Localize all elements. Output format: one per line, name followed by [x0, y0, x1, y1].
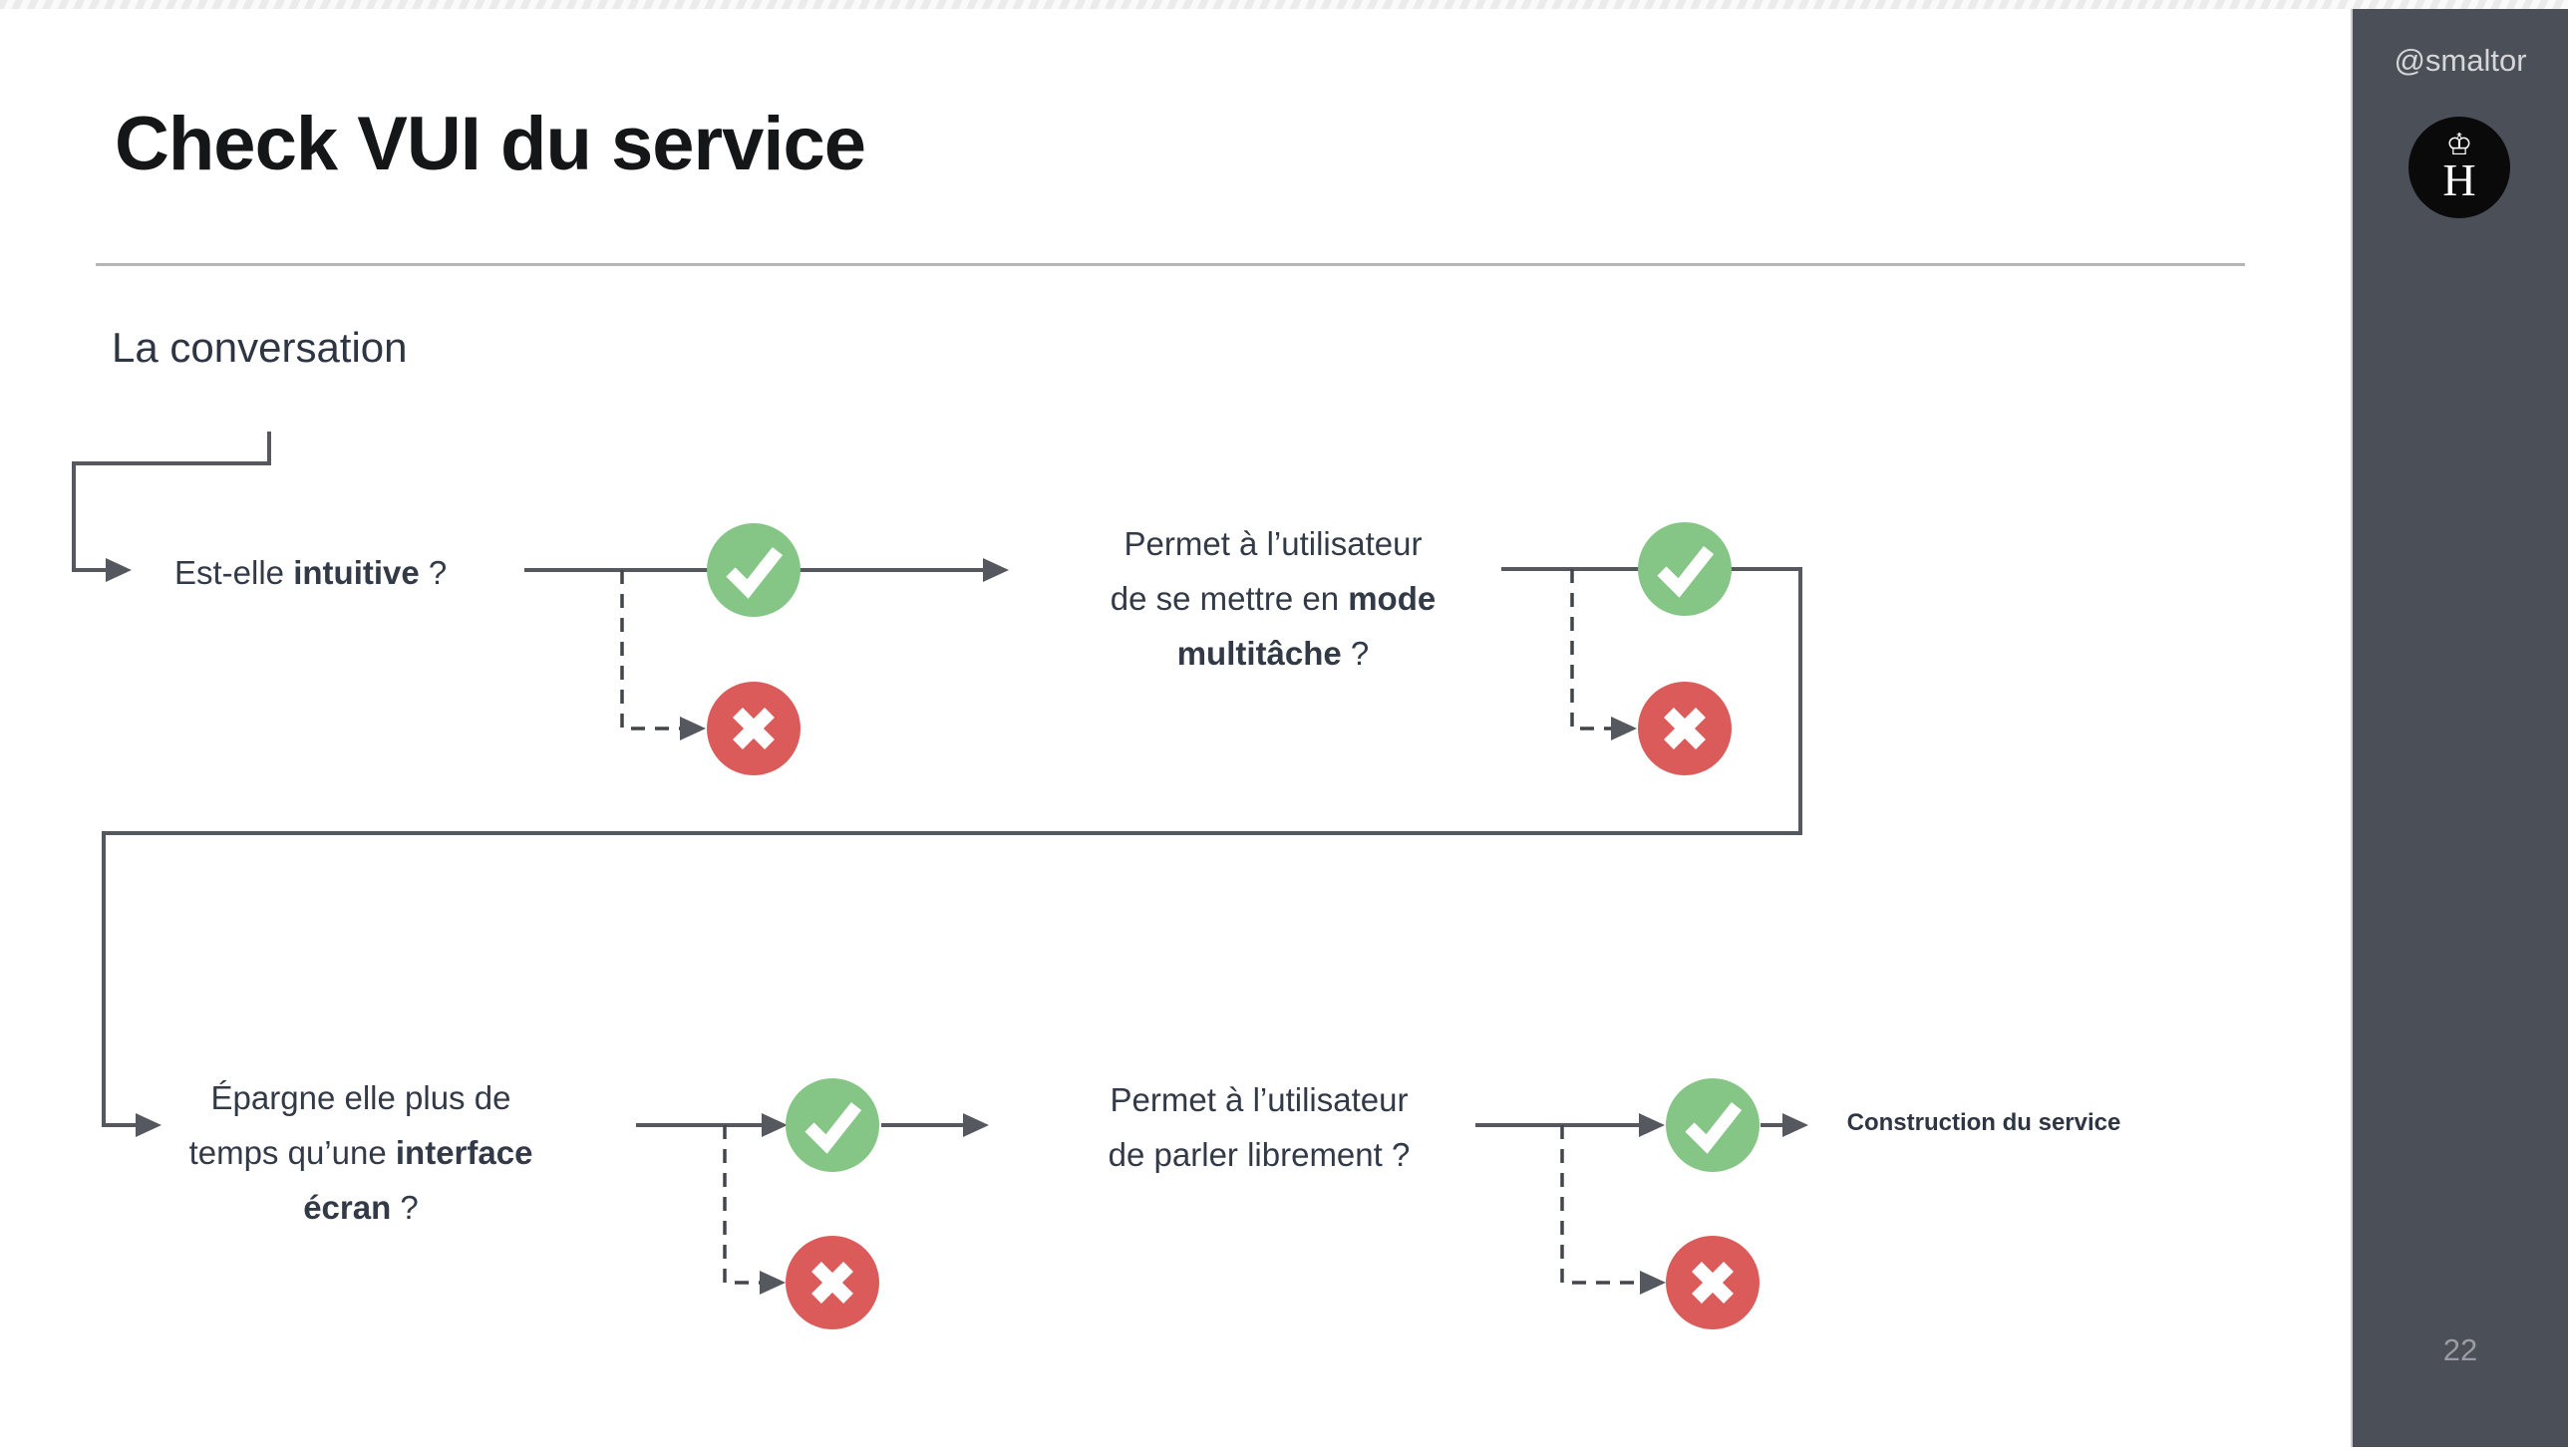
cross-icon — [786, 1236, 879, 1329]
logo-letter: H — [2442, 154, 2476, 205]
cross-icon — [1666, 1236, 1760, 1329]
page-number: 22 — [2442, 1332, 2478, 1367]
result-label: Construction du service — [1846, 1109, 2121, 1136]
slide-title: Check VUI du service — [115, 102, 866, 186]
crown-icon: ♔ — [2445, 129, 2473, 161]
cross-icon — [1638, 682, 1732, 775]
check-icon — [1638, 522, 1732, 616]
sidebar: @smaltor ♔ H 22 — [2351, 9, 2568, 1447]
cross-icon — [707, 682, 801, 775]
slide-canvas: Check VUI du service La conversation — [0, 9, 2351, 1447]
title-divider — [96, 263, 2245, 266]
check-icon — [786, 1078, 879, 1172]
slide-subtitle: La conversation — [112, 324, 408, 371]
flowchart-connectors — [72, 432, 1808, 1295]
check-icon — [707, 523, 801, 617]
question-intuitive: Est-elle intuitive ? — [174, 554, 448, 591]
crown-h-logo: ♔ H — [2408, 117, 2510, 218]
page-top-stripe-texture — [0, 0, 2568, 9]
check-icon — [1666, 1078, 1760, 1172]
author-handle: @smaltor — [2394, 43, 2527, 78]
